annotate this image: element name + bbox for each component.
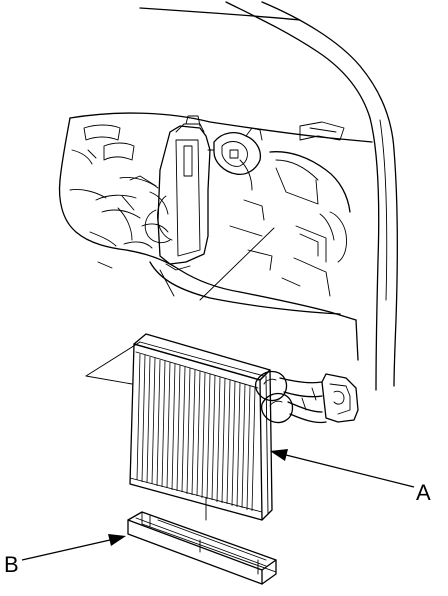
evaporator-core <box>129 333 273 521</box>
door-frame-outline <box>139 1 398 391</box>
floor-lines <box>149 227 341 315</box>
leader-line-b <box>21 534 126 561</box>
drain-tray <box>127 511 277 585</box>
refrigerant-pipes <box>254 370 359 424</box>
heater-unit-housing <box>117 115 263 271</box>
dashboard-outline <box>58 112 373 361</box>
evaporator-fins <box>136 353 256 512</box>
installation-guide-lines <box>85 341 207 521</box>
callout-a-label: A <box>416 480 431 505</box>
callout-b-label: B <box>4 552 19 577</box>
leader-line-a <box>270 449 415 488</box>
